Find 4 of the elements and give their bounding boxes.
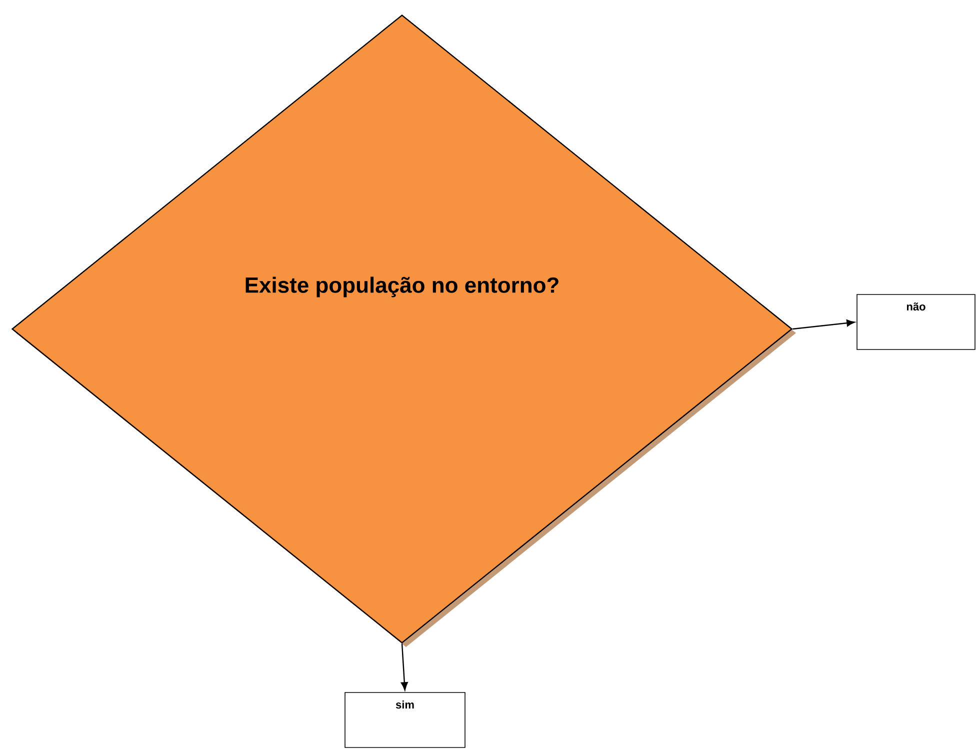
answer-box: sim	[344, 692, 466, 748]
arrow	[792, 320, 855, 330]
arrow	[400, 644, 408, 690]
answer-box: não	[856, 294, 976, 350]
